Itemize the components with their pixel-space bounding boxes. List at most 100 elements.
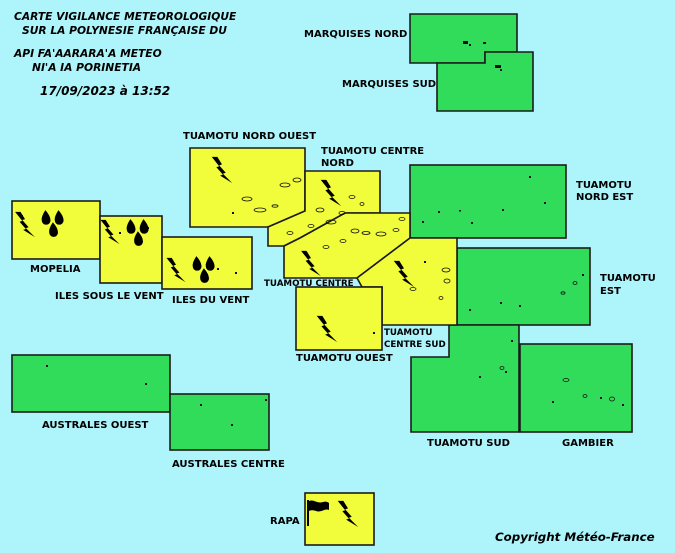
island-outline xyxy=(622,404,624,406)
island-outline xyxy=(271,204,279,208)
label-tuamotu-centre-nord-line1: TUAMOTU CENTRE xyxy=(321,146,424,157)
island-outline xyxy=(505,371,507,373)
bulletin-datetime: 17/09/2023 à 13:52 xyxy=(40,84,170,98)
zone-rapa[interactable] xyxy=(304,492,375,546)
island-outline xyxy=(217,268,219,270)
title-block: CARTE VIGILANCE METEOROLOGIQUE SUR LA PO… xyxy=(13,10,237,98)
island-outline xyxy=(265,399,267,401)
island-outline xyxy=(600,397,602,399)
island-outline xyxy=(322,245,330,249)
island-outline xyxy=(375,231,387,237)
label-tuamotu-est-line2: EST xyxy=(600,286,621,297)
zone-tuamotu-est[interactable] xyxy=(456,247,591,326)
island-outline xyxy=(572,281,578,285)
label-tuamotu-nord-est-line1: TUAMOTU xyxy=(576,180,632,191)
island-outline xyxy=(609,396,615,402)
copyright: Copyright Météo-France xyxy=(495,530,655,544)
island-outline xyxy=(495,65,501,68)
island-outline xyxy=(441,267,451,273)
island-outline xyxy=(544,202,546,204)
label-iles-du-vent: ILES DU VENT xyxy=(172,295,249,306)
zone-tuamotu-ouest[interactable] xyxy=(295,286,383,351)
island-outline xyxy=(469,44,471,46)
island-outline xyxy=(145,383,147,385)
label-marquises-sud: MARQUISES SUD xyxy=(342,79,436,90)
island-outline xyxy=(359,202,365,206)
island-outline xyxy=(479,376,481,378)
label-tuamotu-ouest: TUAMOTU OUEST xyxy=(296,353,393,364)
island-outline xyxy=(500,69,502,71)
label-tuamotu-nord-ouest: TUAMOTU NORD OUEST xyxy=(183,131,316,142)
island-outline xyxy=(582,394,588,398)
label-tuamotu-sud: TUAMOTU SUD xyxy=(427,438,510,449)
island-outline xyxy=(500,302,502,304)
island-outline xyxy=(235,272,237,274)
zone-labels: MARQUISES NORD MARQUISES SUD TUAMOTU NOR… xyxy=(30,29,656,527)
island-outline xyxy=(502,209,504,211)
island-outline xyxy=(438,296,444,300)
island-outline xyxy=(119,232,121,234)
zone-australes-centre[interactable] xyxy=(169,393,270,451)
island-outline xyxy=(350,228,360,234)
island-outline xyxy=(307,224,315,228)
island-outline xyxy=(292,177,302,183)
zone-tuamotu-nord-ouest[interactable] xyxy=(189,147,306,228)
title-tahitian-line-2: NI'A IA PORINETIA xyxy=(32,61,141,74)
label-mopelia: MOPELIA xyxy=(30,264,81,275)
zone-tuamotu-nord-est[interactable] xyxy=(409,164,567,239)
island-outline xyxy=(361,231,371,235)
island-outline xyxy=(253,207,267,213)
label-tuamotu-centre: TUAMOTU CENTRE xyxy=(264,279,354,289)
island-outline xyxy=(348,195,356,199)
zone-gambier[interactable] xyxy=(519,343,633,433)
island-outline xyxy=(483,42,486,44)
island-outline xyxy=(392,228,400,232)
island-outline xyxy=(560,291,566,295)
zones xyxy=(11,13,633,546)
island-outline xyxy=(46,365,48,367)
island-outline xyxy=(463,41,468,44)
island-outline xyxy=(562,378,570,382)
island-outline xyxy=(409,287,417,291)
island-outline xyxy=(398,217,406,221)
island-outline xyxy=(232,212,234,214)
island-outline xyxy=(241,196,253,202)
label-tuamotu-est-line1: TUAMOTU xyxy=(600,273,656,284)
label-rapa: RAPA xyxy=(270,516,300,527)
island-outline xyxy=(286,231,294,235)
island-outline xyxy=(519,305,521,307)
island-outline xyxy=(315,207,325,213)
zone-australes-ouest[interactable] xyxy=(11,354,171,413)
label-tuamotu-nord-est-line2: NORD EST xyxy=(576,192,633,203)
island-outline xyxy=(469,309,471,311)
island-outline xyxy=(325,219,337,225)
island-outline xyxy=(552,401,554,403)
label-australes-centre: AUSTRALES CENTRE xyxy=(172,459,285,470)
island-outline xyxy=(339,239,347,243)
label-iles-sous-le-vent: ILES SOUS LE VENT xyxy=(55,291,164,302)
island-outline xyxy=(471,222,473,224)
island-outline xyxy=(499,366,505,370)
zone-marquises-sud[interactable] xyxy=(436,51,534,112)
label-gambier: GAMBIER xyxy=(562,438,614,449)
zone-tuamotu-sud[interactable] xyxy=(410,324,520,433)
island-outline xyxy=(373,332,375,334)
label-tuamotu-centre-nord-line2: NORD xyxy=(321,158,354,169)
island-outline xyxy=(459,210,461,212)
title-line-1: CARTE VIGILANCE METEOROLOGIQUE xyxy=(14,10,237,23)
island-outline xyxy=(200,404,202,406)
island-outline xyxy=(438,211,440,213)
island-outline xyxy=(529,176,531,178)
label-marquises-nord: MARQUISES NORD xyxy=(304,29,407,40)
island-outline xyxy=(582,274,584,276)
island-outline xyxy=(231,424,233,426)
island-outline xyxy=(422,221,424,223)
island-outline xyxy=(338,210,346,215)
label-australes-ouest: AUSTRALES OUEST xyxy=(42,420,149,431)
label-tuamotu-centre-sud-line1: TUAMOTU xyxy=(384,328,432,338)
title-tahitian-line-1: API FA'AARARA'A METEO xyxy=(13,47,162,60)
island-outlines xyxy=(21,41,624,426)
title-line-2: SUR LA POLYNESIE FRANÇAISE DU xyxy=(22,24,227,37)
island-outline xyxy=(511,340,513,342)
